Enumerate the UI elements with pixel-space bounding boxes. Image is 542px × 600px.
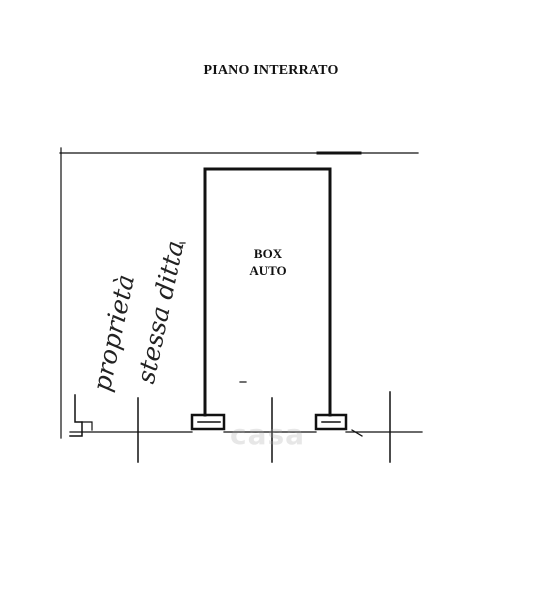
room-label-line-1: BOX	[253, 246, 283, 261]
watermark-logo: casa	[230, 418, 306, 451]
left-wall-stub	[190, 413, 226, 431]
room-label-line-2: AUTO	[249, 263, 287, 278]
left-step-profile	[69, 394, 83, 437]
right-wall-stub	[314, 413, 348, 431]
room-label-box-auto: BOX AUTO	[228, 245, 308, 279]
box-auto-walls	[203, 167, 332, 417]
floor-title: PIANO INTERRATO	[203, 63, 339, 78]
